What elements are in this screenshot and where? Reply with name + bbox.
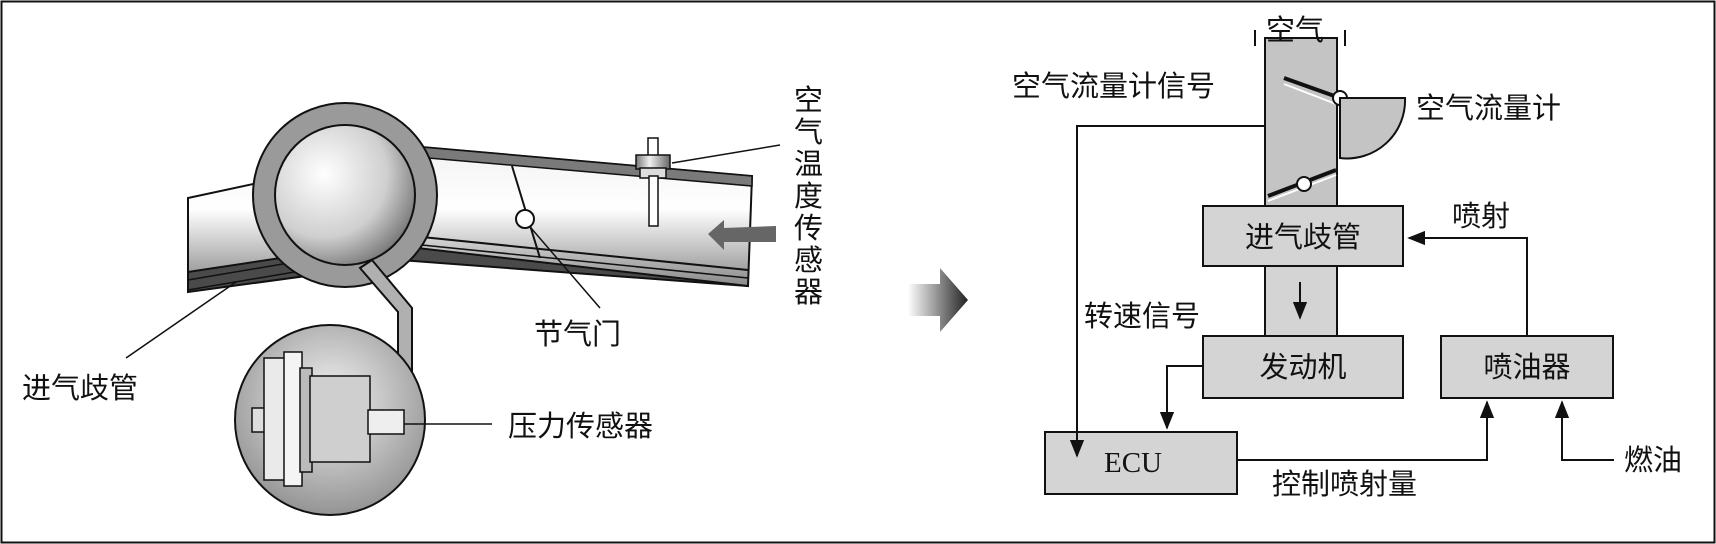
airflow-signal-line: [1069, 125, 1265, 458]
rpm-signal-label: 转速信号: [1084, 299, 1200, 333]
injection-label: 喷射: [1452, 199, 1510, 233]
air-temp-char: 度: [794, 179, 823, 213]
injector-box-label: 喷油器: [1483, 350, 1570, 384]
flow-diagram: [1044, 30, 1614, 495]
air-temp-sensor-label: 空 气 温 度 传 感 器: [794, 83, 823, 309]
air-temp-char: 温: [794, 147, 823, 181]
throttle-label: 节气门: [534, 317, 621, 351]
airflow-signal-label: 空气流量计信号: [1012, 69, 1215, 103]
air-temp-char: 传: [794, 211, 823, 245]
air-temp-char: 空: [794, 83, 823, 117]
engine-box-label: 发动机: [1259, 350, 1346, 384]
rpm-signal-line: [1159, 365, 1203, 430]
airflow-meter: [1339, 97, 1407, 160]
fuel-label: 燃油: [1624, 443, 1682, 477]
intake-illustration: [125, 102, 781, 516]
injector-box: [1440, 335, 1614, 399]
control-line: [1237, 400, 1495, 461]
air-inflow-arrow: [708, 220, 776, 250]
ecu-box-label: ECU: [1104, 447, 1162, 479]
airflow-meter-label: 空气流量计: [1416, 91, 1561, 125]
throttle-shaft: [515, 209, 535, 229]
injection-line: [1407, 230, 1528, 336]
air-temp-sensor: [635, 137, 671, 227]
control-injection-label: 控制喷射量: [1272, 467, 1417, 501]
air-temp-char: 器: [794, 275, 823, 309]
intake-manifold-box: [1202, 205, 1404, 267]
air-label: 空气: [1266, 13, 1324, 47]
intake-manifold-label: 进气歧管: [22, 371, 138, 405]
transition-arrow: [908, 268, 968, 332]
air-temp-char: 感: [794, 243, 823, 277]
intake-manifold-box-label: 进气歧管: [1245, 220, 1361, 254]
pressure-sensor-label: 压力传感器: [508, 409, 653, 443]
air-temp-char: 气: [794, 115, 823, 149]
plenum-chamber: [274, 124, 416, 266]
fuel-line: [1554, 400, 1614, 461]
airflow-flap: [1283, 76, 1341, 100]
